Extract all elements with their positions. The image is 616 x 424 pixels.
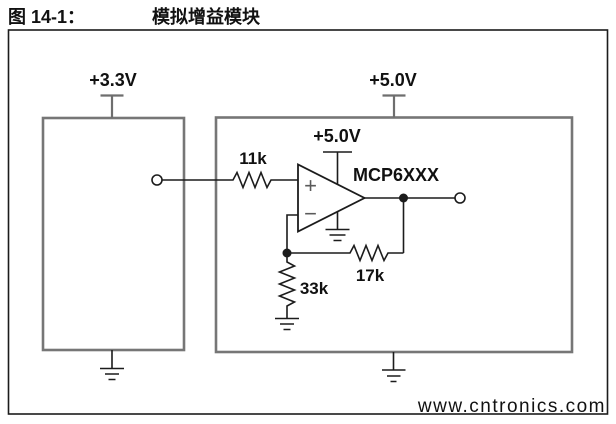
resistor-17k-label: 17k	[356, 266, 385, 285]
opamp-minus-sign: −	[304, 201, 317, 226]
opamp-triangle	[297, 163, 367, 233]
output-node-dot	[399, 193, 408, 203]
figure-title: 模拟增益模块	[152, 6, 261, 27]
opamp-ground-icon	[325, 211, 350, 242]
resistor-11k-label: 11k	[239, 149, 267, 168]
resistor-33k-ground-icon	[275, 317, 299, 331]
resistor-11k	[162, 170, 298, 190]
opamp-supply-rail-icon	[323, 151, 352, 186]
resistor-33k-label: 33k	[300, 279, 329, 298]
watermark-text: www.cntronics.com	[417, 396, 606, 417]
inverting-input-wire	[286, 214, 298, 253]
opamp-supply-label: +5.0V	[313, 126, 361, 146]
output-terminal	[454, 192, 466, 204]
right-block-ground-icon	[382, 352, 406, 383]
figure-frame	[7, 29, 609, 415]
right-supply-label: +5.0V	[369, 70, 417, 90]
opamp-part-label: MCP6XXX	[353, 165, 439, 185]
right-circuit-block	[214, 116, 574, 354]
figure-label: 图 14-1：	[8, 7, 85, 27]
left-block-ground-icon	[100, 350, 124, 381]
input-terminal	[151, 174, 163, 186]
opamp-plus-sign: +	[304, 173, 317, 198]
resistor-33k	[277, 253, 297, 318]
resistor-17k	[287, 243, 404, 263]
left-supply-block	[41, 116, 186, 352]
left-supply-rail-icon	[100, 94, 124, 118]
right-supply-rail-icon	[382, 94, 406, 118]
left-supply-label: +3.3V	[89, 70, 137, 90]
